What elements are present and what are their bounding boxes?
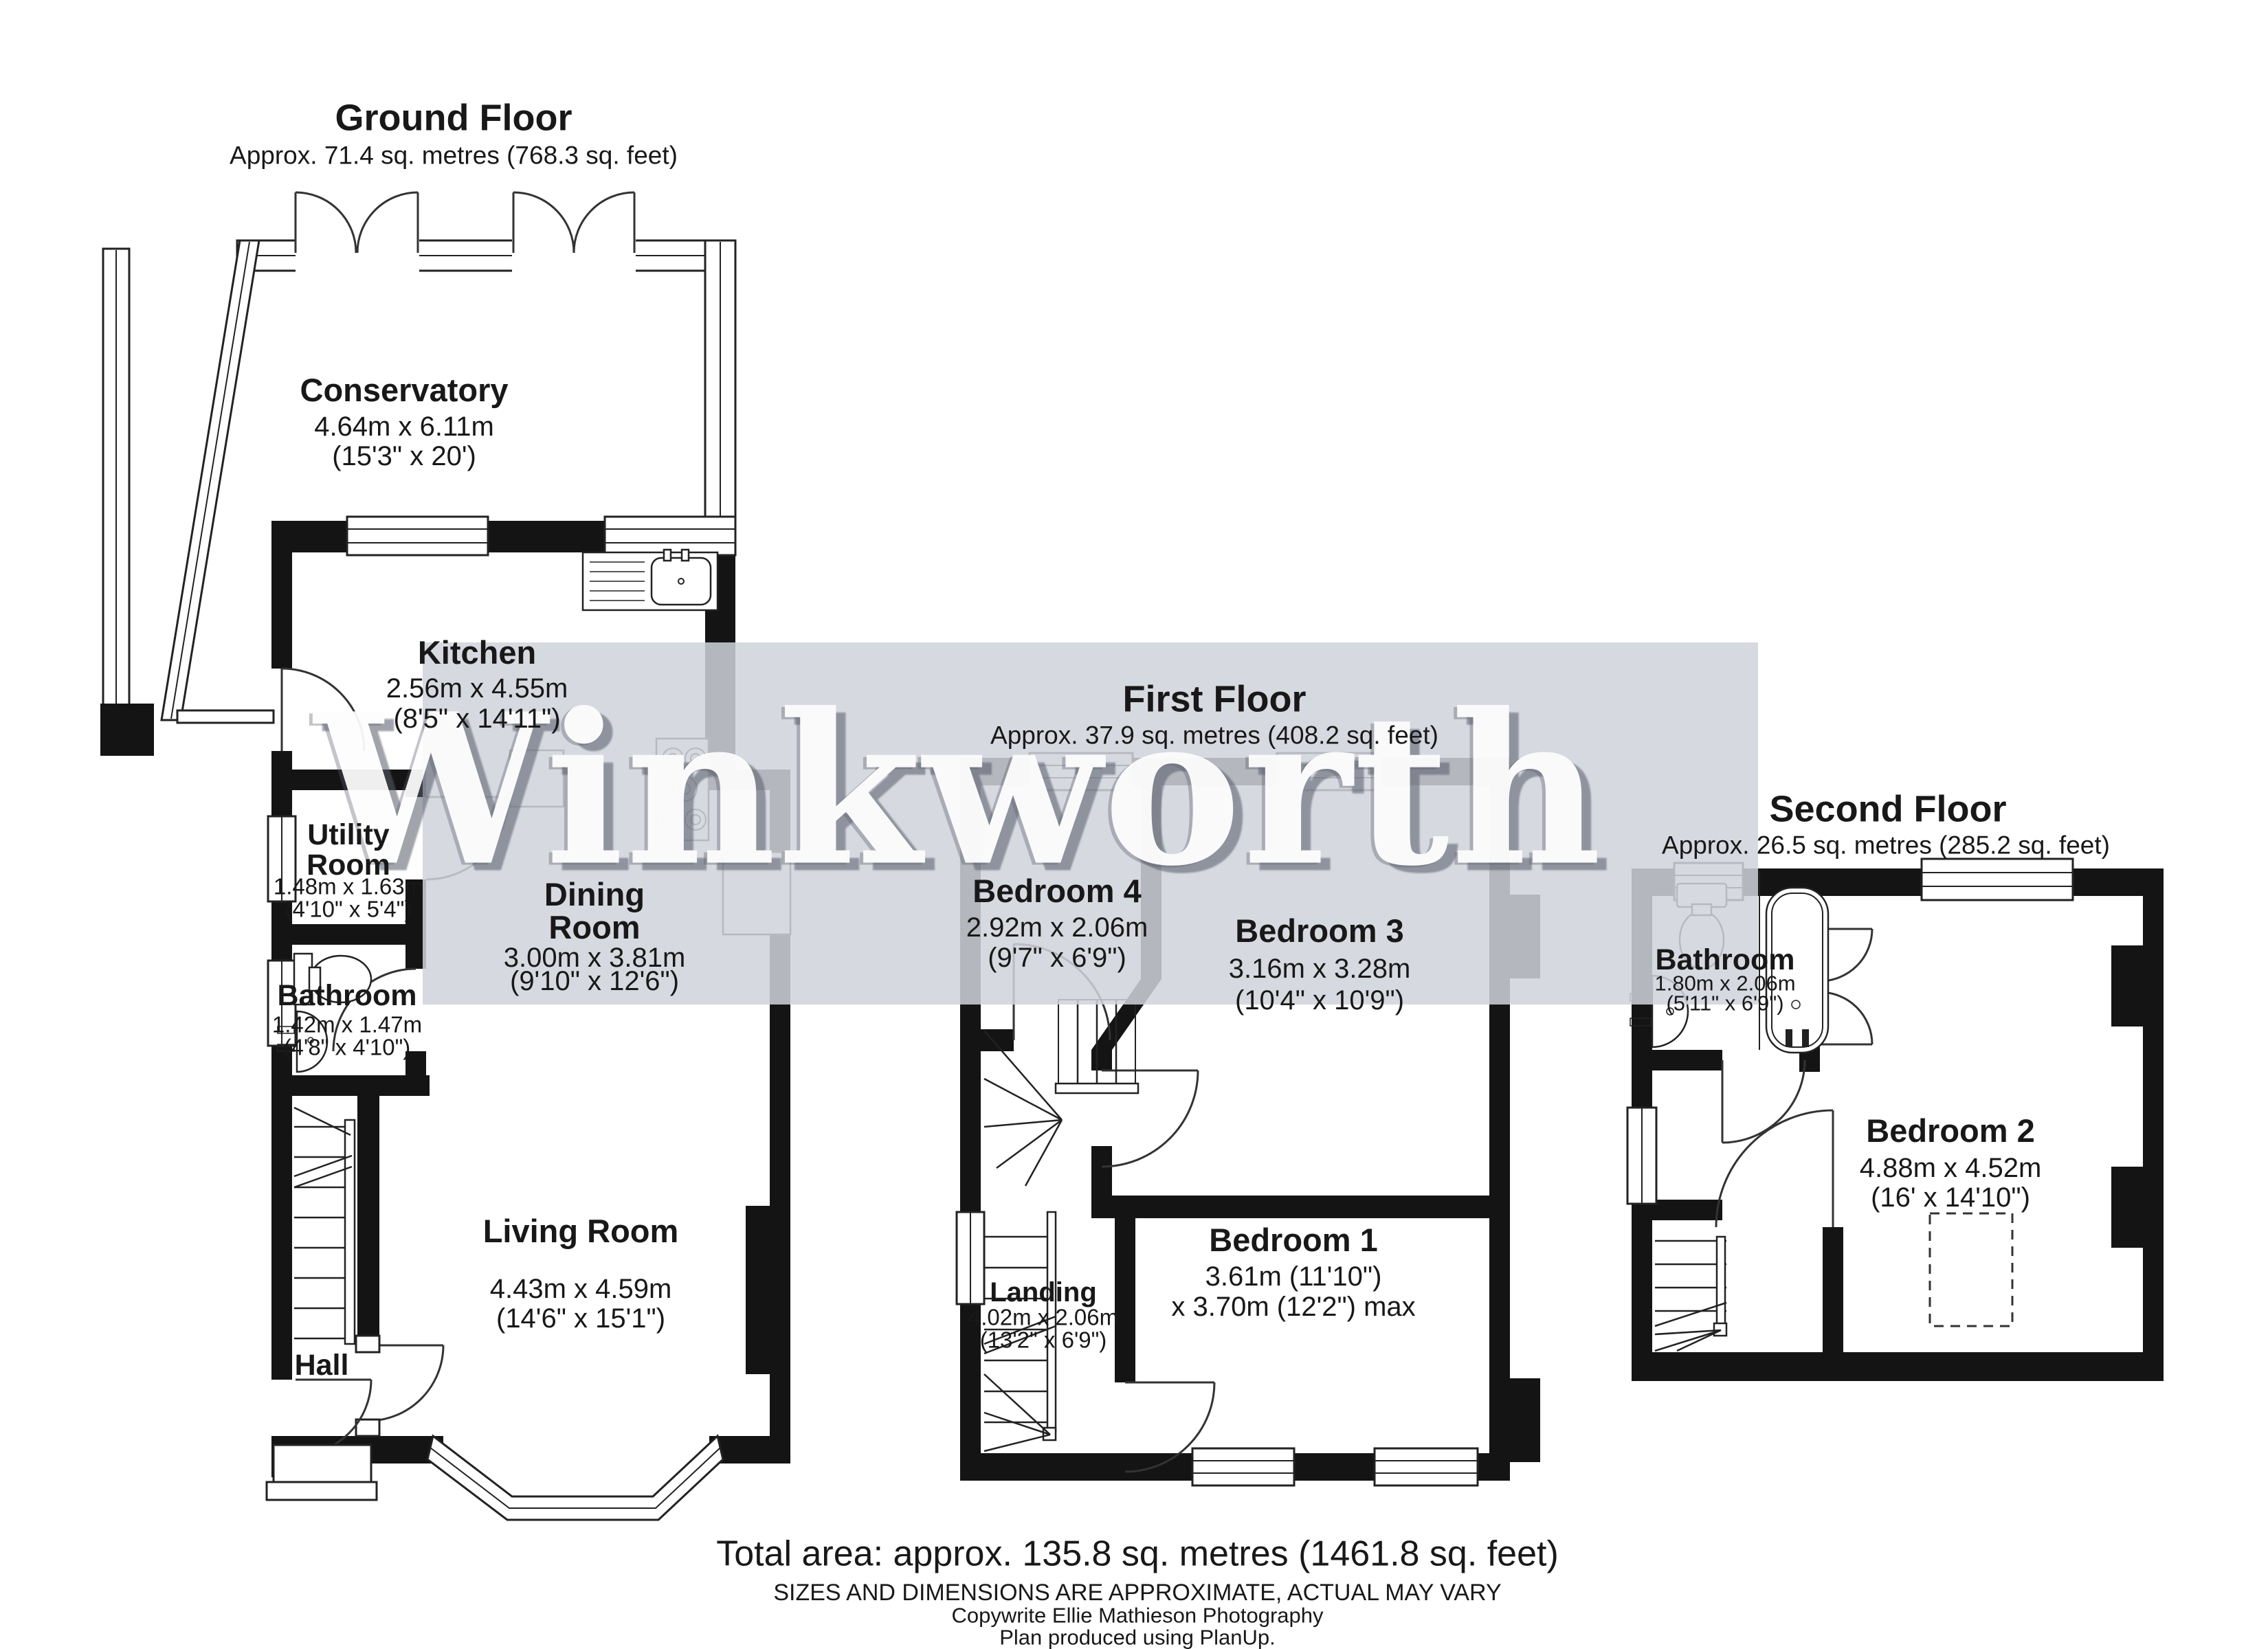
room-dim-bedroom3-metric: 3.16m x 3.28m <box>1228 953 1411 984</box>
room-dim-kitchen-imperial: (8'5" x 14'11") <box>393 703 561 734</box>
second-door-arcs <box>1715 928 1874 1228</box>
room-label-utility: Utility Room <box>307 818 390 882</box>
conservatory-door-arcs <box>294 191 636 254</box>
ground-toilet-icon <box>293 952 373 1006</box>
room-dim-second-bathroom-imperial: (5'11" x 6'9") <box>1666 991 1784 1016</box>
room-dim-bedroom1-metric: 3.61m (11'10") <box>1205 1261 1382 1292</box>
bath-icon <box>1765 886 1830 1054</box>
ground-stairs <box>293 1106 356 1345</box>
room-label-kitchen: Kitchen <box>417 634 537 671</box>
room-label-bedroom2: Bedroom 2 <box>1866 1112 2035 1149</box>
produced-text: Plan produced using PlanUp. <box>999 1625 1276 1649</box>
room-dim-ground-bathroom-imperial: (4'8" x 4'10") <box>283 1034 411 1060</box>
room-dim-living-metric: 4.43m x 4.59m <box>489 1273 672 1304</box>
room-label-dining: Dining Room <box>544 876 645 945</box>
room-dim-bedroom2-imperial: (16' x 14'10") <box>1871 1182 2030 1213</box>
room-dim-landing-imperial: (13'2" x 6'9") <box>979 1327 1107 1353</box>
room-dim-kitchen-metric: 2.56m x 4.55m <box>386 673 568 704</box>
second-floor-area: Approx. 26.5 sq. metres (285.2 sq. feet) <box>1662 831 2110 860</box>
room-dim-living-imperial: (14'6" x 15'1") <box>496 1303 666 1334</box>
room-dim-bedroom3-imperial: (10'4" x 10'9") <box>1234 985 1405 1016</box>
room-label-ground-bathroom: Bathroom <box>277 979 417 1013</box>
disclaimer-text: SIZES AND DIMENSIONS ARE APPROXIMATE, AC… <box>773 1579 1502 1606</box>
restricted-height-area <box>1928 1212 2014 1327</box>
room-dim-dining-imperial: (9'10" x 12'6") <box>509 965 680 996</box>
ground-floor-area: Approx. 71.4 sq. metres (768.3 sq. feet) <box>230 141 678 170</box>
room-dim-ground-bathroom-metric: 1.42m x 1.47m <box>271 1011 423 1037</box>
room-dim-bedroom1-imperial: x 3.70m (12'2") max <box>1171 1291 1416 1322</box>
room-dim-conservatory-imperial: (15'3" x 20') <box>332 440 476 471</box>
room-dim-second-bathroom-metric: 1.80m x 2.06m <box>1654 971 1796 996</box>
room-label-bedroom4: Bedroom 4 <box>972 873 1142 910</box>
bay-window <box>426 1434 724 1521</box>
second-stairs <box>1654 1235 1728 1352</box>
ground-windows <box>267 515 737 1047</box>
room-dim-landing-metric: 4.02m x 2.06m <box>968 1304 1119 1330</box>
second-floor-title: Second Floor <box>1769 788 2007 830</box>
room-dim-utility-metric: 1.48m x 1.63m <box>273 873 424 899</box>
room-dim-bedroom2-metric: 4.88m x 4.52m <box>1859 1152 2042 1183</box>
room-label-living: Living Room <box>482 1213 679 1250</box>
watermark-band <box>423 642 1758 1005</box>
total-area-text: Total area: approx. 135.8 sq. metres (14… <box>716 1534 1559 1574</box>
copyright-text: Copywrite Ellie Mathieson Photography <box>951 1603 1324 1628</box>
room-label-second-bathroom: Bathroom <box>1655 943 1795 977</box>
room-label-hall: Hall <box>294 1349 349 1382</box>
first-floor-area: Approx. 37.9 sq. metres (408.2 sq. feet) <box>990 721 1438 750</box>
room-label-bedroom3: Bedroom 3 <box>1235 912 1404 950</box>
room-dim-bedroom4-imperial: (9'7" x 6'9") <box>988 942 1126 973</box>
room-dim-conservatory-metric: 4.64m x 6.11m <box>314 411 494 442</box>
porch <box>265 1444 378 1501</box>
kitchen-sink-unit <box>581 548 719 612</box>
room-dim-bedroom4-metric: 2.92m x 2.06m <box>966 912 1148 943</box>
room-label-bedroom1: Bedroom 1 <box>1209 1222 1378 1259</box>
ground-sink-icon <box>277 1010 329 1073</box>
ground-floor-title: Ground Floor <box>335 97 572 139</box>
first-stairs <box>983 999 1139 1452</box>
first-floor-title: First Floor <box>1122 678 1307 720</box>
room-label-landing: Landing <box>990 1277 1097 1308</box>
watermark-text: Winkworth <box>314 668 1603 912</box>
room-dim-dining-metric: 3.00m x 3.81m <box>503 942 686 973</box>
conservatory-walls <box>100 191 737 756</box>
room-dim-utility-imperial: (4'10" x 5'4") <box>285 896 412 922</box>
room-label-conservatory: Conservatory <box>300 372 509 409</box>
